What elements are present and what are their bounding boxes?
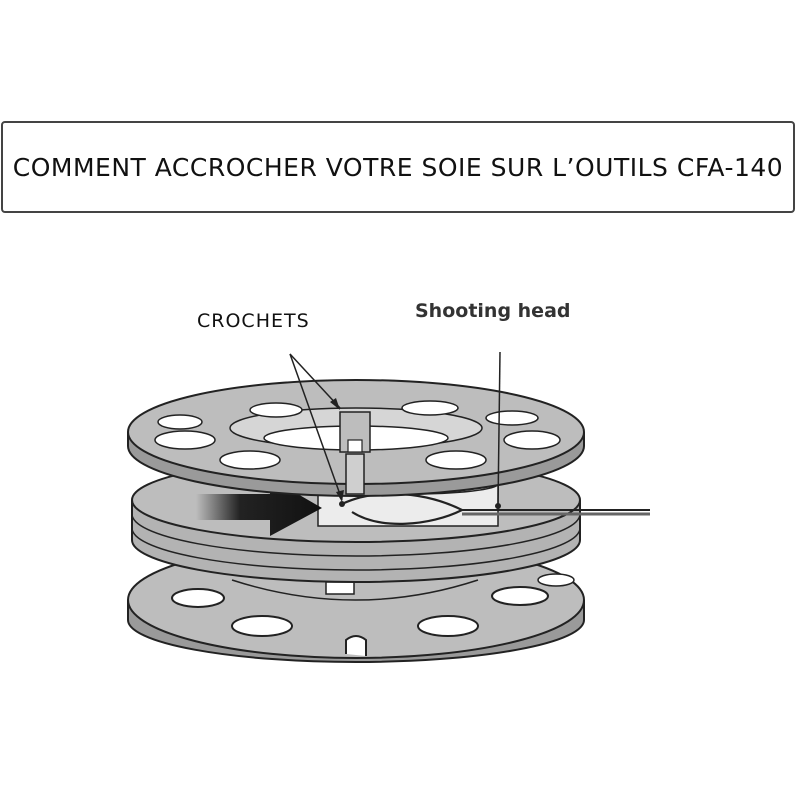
- leader-lines: [289, 351, 501, 507]
- top-flange: [127, 379, 585, 497]
- flange-hole: [171, 588, 225, 608]
- flange-hole: [485, 410, 539, 426]
- hook-post: [345, 453, 365, 495]
- flange-hole: [425, 450, 487, 470]
- flange-hole: [401, 400, 459, 416]
- flange-hole: [537, 573, 575, 587]
- flange-hole: [157, 414, 203, 430]
- flange-hole: [491, 586, 549, 606]
- flange-hole: [231, 615, 293, 637]
- crochets-label: CROCHETS: [197, 310, 310, 332]
- flange-hole: [417, 615, 479, 637]
- shooting-head-label: Shooting head: [415, 300, 571, 322]
- flange-hole: [219, 450, 281, 470]
- flange-hole: [503, 430, 561, 450]
- flange-hole: [154, 430, 216, 450]
- flange-hole: [249, 402, 303, 418]
- diagram-title: COMMENT ACCROCHER VOTRE SOIE SUR L’OUTIL…: [12, 152, 784, 182]
- title-box: COMMENT ACCROCHER VOTRE SOIE SUR L’OUTIL…: [1, 121, 795, 213]
